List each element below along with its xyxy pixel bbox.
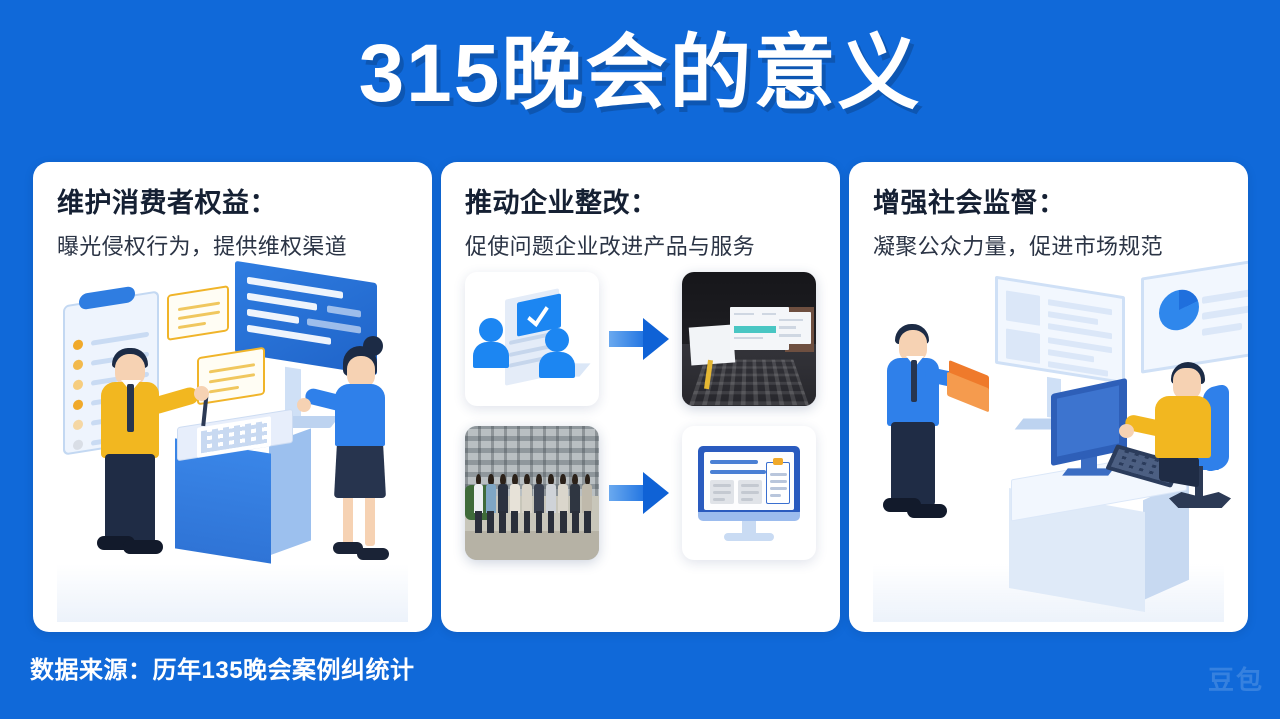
monitor-chin (698, 512, 800, 521)
person-seated-head (1173, 368, 1201, 400)
card-subtitle: 凝聚公众力量，促进市场规范 (873, 234, 1163, 259)
person-avatar-head (479, 318, 503, 342)
monitor-screen (704, 452, 794, 510)
person-woman-leg (343, 494, 353, 546)
person-avatar-body (473, 342, 509, 368)
card-heading: 增强社会监督： (873, 188, 1066, 218)
person-standing-legs (891, 422, 935, 506)
illustration-consumer-rights (57, 260, 408, 622)
person-seated-hand (1119, 424, 1134, 438)
person-woman-body (335, 384, 385, 446)
person-woman-skirt (334, 440, 386, 498)
person-man-shoe (123, 540, 163, 554)
monitor-report-icon (682, 426, 816, 560)
monitor-neck (742, 521, 756, 535)
card-row: 维护消费者权益： 曝光侵权行为，提供维权渠道 (33, 162, 1248, 632)
illustration-enterprise-rectification (465, 268, 816, 622)
office-chair-post (1195, 466, 1203, 500)
arrow-right-icon (608, 318, 673, 360)
exhibition-photo (682, 272, 816, 406)
arrow-right-icon (608, 472, 673, 514)
person-man-tie (127, 384, 134, 432)
card-subtitle: 曝光侵权行为，提供维权渠道 (57, 234, 347, 259)
person-woman-leg (365, 494, 375, 546)
person-avatar-head (545, 328, 569, 352)
person-man-legs (105, 454, 155, 542)
watermark: 豆包 (1207, 665, 1264, 695)
person-standing-tie (911, 360, 917, 402)
card-heading: 维护消费者权益： (57, 188, 277, 218)
review-document-icon (465, 272, 599, 406)
card-consumer-rights[interactable]: 维护消费者权益： 曝光侵权行为，提供维权渠道 (33, 162, 432, 632)
note-card-icon (167, 285, 229, 341)
title-bar: 315晚会的意义 (0, 0, 1280, 140)
monitor-base (724, 533, 774, 541)
card-social-supervision[interactable]: 增强社会监督： 凝聚公众力量，促进市场规范 (849, 162, 1248, 632)
office-chair-legs (1169, 492, 1231, 508)
illustration-social-supervision (873, 258, 1248, 622)
person-woman-hand (297, 398, 311, 412)
person-woman-shoe (357, 548, 389, 560)
card-heading: 推动企业整改： (465, 188, 658, 218)
person-man-hand (194, 386, 209, 401)
person-avatar-body (539, 352, 575, 378)
clip-badge-icon (773, 458, 783, 465)
group-team-photo (465, 426, 599, 560)
person-standing-shoe (907, 504, 947, 518)
data-panel (995, 275, 1125, 385)
card-enterprise-rectification[interactable]: 推动企业整改： 促使问题企业改进产品与服务 (441, 162, 840, 632)
card-subtitle: 促使问题企业改进产品与服务 (465, 234, 755, 259)
flow-row (465, 272, 816, 406)
data-source-note: 数据来源：历年135晚会案例纠统计 (30, 657, 415, 684)
kiosk-side (269, 428, 311, 556)
floor-shadow (57, 564, 408, 622)
person-woman-shoe (333, 542, 363, 554)
person-woman-head (347, 356, 375, 388)
page-title: 315晚会的意义 (358, 28, 922, 119)
flow-row (465, 426, 816, 560)
